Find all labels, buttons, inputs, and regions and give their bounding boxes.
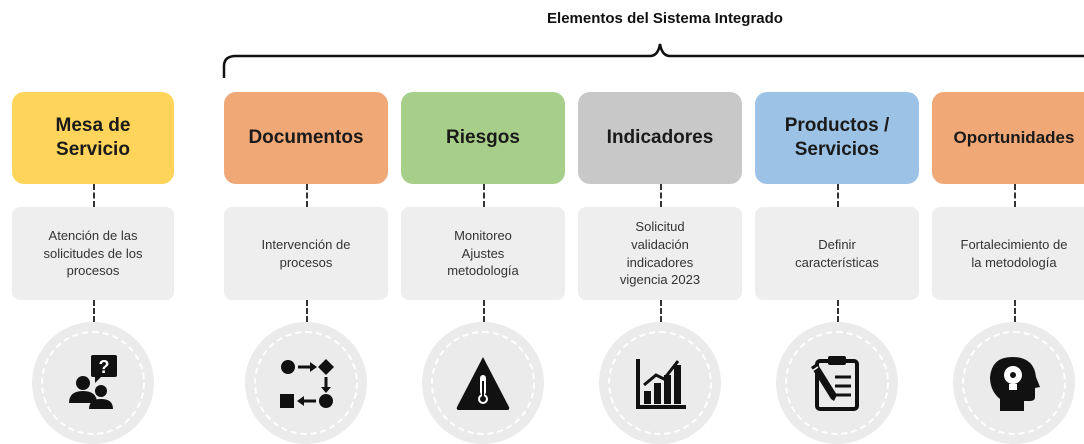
desc-documentos: Intervención de procesos [224,207,388,300]
desc-productos-servicios: Definir características [755,207,919,300]
group-brace [222,43,1084,78]
header-riesgos: Riesgos [401,92,565,184]
header-productos-servicios: Productos / Servicios [755,92,919,184]
connector [660,300,662,322]
icon-circle: ? [32,322,154,444]
connector [837,300,839,322]
desc-oportunidades: Fortalecimiento de la metodología [932,207,1084,300]
support-question-icon: ? [69,355,117,409]
clipboard-edit-icon [811,356,859,411]
bar-chart-icon [636,359,686,409]
connector [93,300,95,322]
diagram-title: Elementos del Sistema Integrado [547,10,783,27]
desc-riesgos: Monitoreo Ajustes metodología [401,207,565,300]
icon-circle [776,322,898,444]
icon-circle [599,322,721,444]
connector [306,184,308,207]
connector [483,300,485,322]
connector [1014,184,1016,207]
connector [837,184,839,207]
connector [1014,300,1016,322]
header-oportunidades: Oportunidades [932,92,1084,184]
lightbulb-head-icon [990,357,1040,411]
connector [483,184,485,207]
process-flow-icon [280,359,334,408]
header-indicadores: Indicadores [578,92,742,184]
icon-circle [422,322,544,444]
warning-thermometer-icon [456,357,510,410]
icon-circle [953,322,1075,444]
header-documentos: Documentos [224,92,388,184]
desc-indicadores: Solicitud validación indicadores vigenci… [578,207,742,300]
connector [306,300,308,322]
desc-mesa-de-servicio: Atención de las solicitudes de los proce… [12,207,174,300]
connector [660,184,662,207]
svg-text:?: ? [99,357,110,377]
icon-circle [245,322,367,444]
header-mesa-de-servicio: Mesa de Servicio [12,92,174,184]
connector [93,184,95,207]
